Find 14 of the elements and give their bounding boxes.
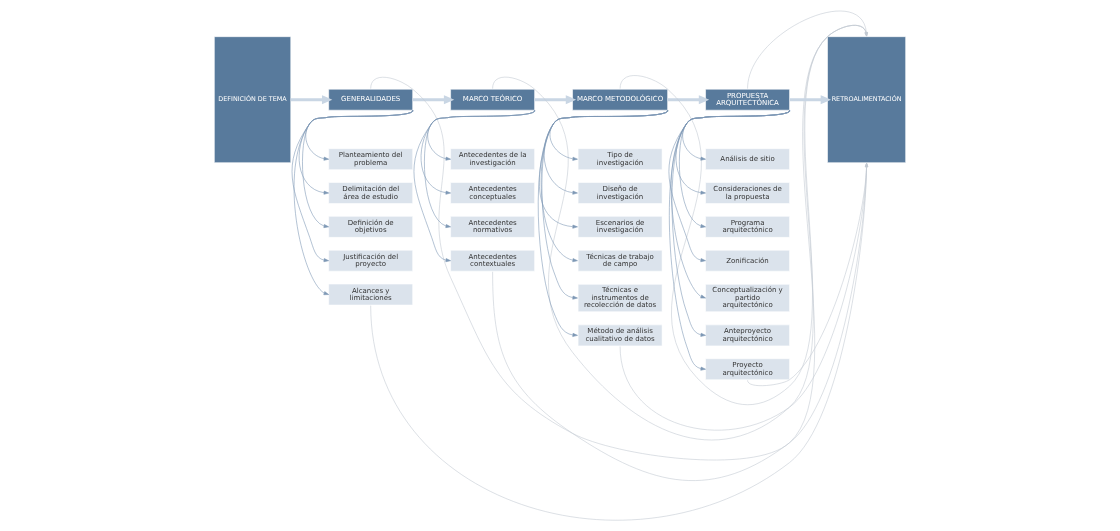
arrow [534,95,577,105]
arrow [789,95,832,105]
arrow [412,95,455,105]
arrow [747,11,868,89]
arrow [747,163,869,386]
arrow [492,25,868,441]
arrow [370,25,868,461]
arrow [619,163,869,431]
arrow [667,95,710,105]
arrow [619,25,868,406]
arrow [492,163,869,481]
arrow [290,95,333,105]
arrow [370,163,869,521]
arrow [537,109,668,337]
